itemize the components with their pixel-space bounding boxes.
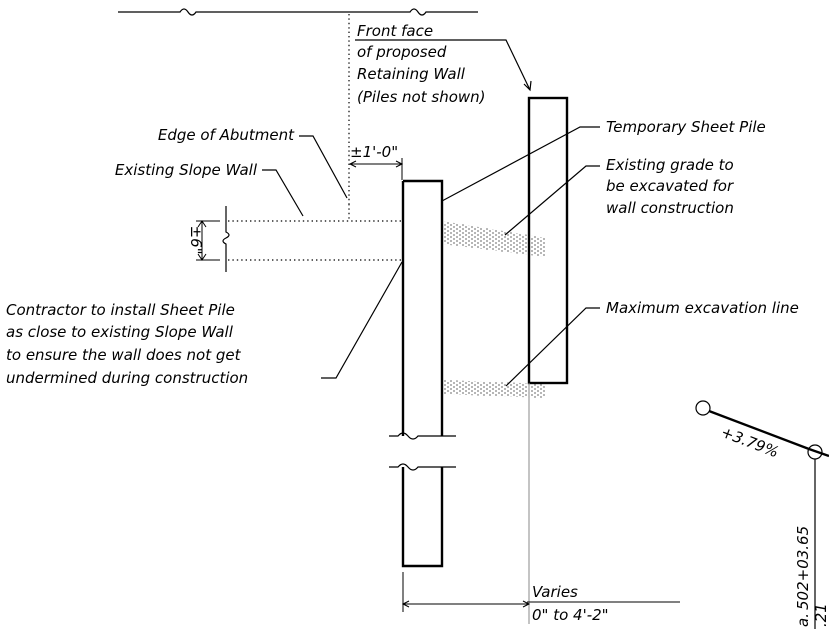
label-dimension-6in: ±6" — [187, 225, 205, 254]
slope-wall-break-symbol — [222, 206, 230, 272]
label-contractor-3: to ensure the wall does not get — [6, 346, 242, 364]
label-temporary-sheet-pile: Temporary Sheet Pile — [606, 118, 766, 136]
leader-existing-slope-wall — [262, 169, 304, 217]
label-existing-grade-2: be excavated for — [606, 177, 734, 195]
dimension-1ft — [348, 158, 404, 180]
leader-contractor-note — [321, 261, 403, 379]
label-front-face-2: of proposed — [357, 43, 447, 61]
leader-front-face — [355, 39, 531, 91]
dimension-6in — [196, 220, 220, 261]
temporary-sheet-pile — [389, 179, 456, 568]
proposed-retaining-wall — [527, 96, 569, 385]
max-excavation-hatch — [442, 380, 546, 398]
label-existing-slope-wall: Existing Slope Wall — [115, 161, 258, 179]
label-contractor-4: undermined during construction — [6, 369, 248, 387]
label-partial-value: .21 — [812, 603, 829, 627]
leader-temporary-sheet-pile — [441, 126, 600, 202]
top-break-line — [118, 8, 478, 16]
label-dimension-1ft: ±1'-0" — [350, 143, 398, 161]
label-max-excavation: Maximum excavation line — [606, 299, 799, 317]
label-slope: +3.79% — [719, 423, 782, 461]
label-front-face-1: Front face — [357, 22, 433, 40]
label-varies-range: 0" to 4'-2" — [532, 606, 609, 624]
label-front-face-4: (Piles not shown) — [357, 88, 486, 106]
leader-max-excavation — [505, 307, 600, 387]
dimension-varies — [401, 572, 680, 612]
leader-edge-of-abutment — [299, 135, 348, 199]
label-front-face-3: Retaining Wall — [357, 65, 466, 83]
leader-existing-grade — [504, 165, 600, 236]
label-contractor-1: Contractor to install Sheet Pile — [6, 301, 235, 319]
label-existing-grade-1: Existing grade to — [606, 156, 734, 174]
label-station: 502+03.65 — [794, 526, 812, 610]
label-existing-grade-3: wall construction — [606, 199, 734, 217]
label-varies: Varies — [532, 583, 578, 601]
label-station-prefix: a. — [794, 613, 812, 627]
label-edge-of-abutment: Edge of Abutment — [158, 126, 295, 144]
profile-grade-line — [695, 400, 829, 629]
label-contractor-2: as close to existing Slope Wall — [6, 323, 234, 341]
existing-grade-hatch — [442, 221, 546, 257]
